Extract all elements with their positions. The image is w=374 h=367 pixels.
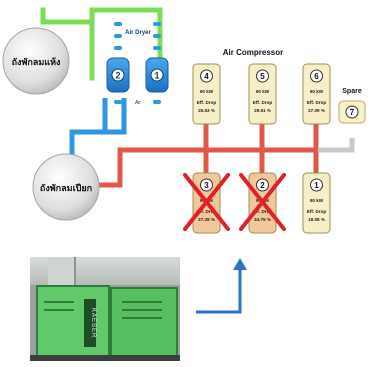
dry-air-tank-label: ถังพักลมแห้ง: [12, 57, 61, 67]
compressor-number: 6: [314, 72, 319, 81]
compressor-number: 4: [204, 72, 209, 81]
compressor-number: 1: [314, 181, 319, 190]
compressor-metric-label: Eff. Drop: [307, 100, 327, 105]
compressor-unit-6: 6 90 kW Eff. Drop 27.09 %: [303, 64, 330, 124]
air-dryer-unit-1-number: 1: [154, 71, 159, 81]
compressor-unit-1: 1 90 kW Eff. Drop 18.08 %: [303, 173, 330, 233]
compressor-unit-5: 5 90 kW Eff. Drop 29.61 %: [249, 64, 276, 124]
compressor-metric-value: 25.63 %: [198, 108, 215, 113]
compressor-metric-value: 27.09 %: [308, 108, 325, 113]
spare-label: Spare: [342, 88, 362, 95]
compressor-number: 3: [204, 181, 209, 190]
spare-pipe: [318, 138, 352, 150]
air-dryer-bottom-label: Air: [135, 100, 141, 106]
compressor-metric-label: Eff. Drop: [197, 100, 217, 105]
compressor-metric-label: Eff. Drop: [253, 100, 273, 105]
compressor-number: 5: [260, 72, 265, 81]
compressor-power: 90 kW: [200, 89, 214, 94]
compressor-metric-value: 24.75 %: [254, 217, 271, 222]
air-dryer-unit-2-number: 2: [115, 71, 120, 81]
compressor-power: 90 kW: [256, 89, 270, 94]
compressor-metric-value: 29.61 %: [254, 108, 271, 113]
spare-unit: Spare 7: [339, 88, 365, 123]
compressor-unit-4: 4 90 kW Eff. Drop 25.63 %: [193, 64, 220, 124]
air-compressor-title: Air Compressor: [223, 48, 283, 57]
compressor-cabinet-left: [36, 285, 110, 361]
wet-air-pipe-blue: [72, 98, 124, 158]
compressor-metric-label: Eff. Drop: [307, 209, 327, 214]
compressor-brand-label: KAESER: [84, 299, 96, 347]
compressor-number: 2: [260, 181, 265, 190]
air-dryer: 2 1 Air Dryer Air: [107, 22, 168, 106]
dry-air-tank: ถังพักลมแห้ง: [3, 28, 69, 94]
flow-arrow-head: [233, 258, 247, 270]
compressor-photo: KAESER: [30, 257, 180, 361]
wet-air-tank: ถังพักลมเปียก: [33, 154, 99, 220]
wet-air-tank-label: ถังพักลมเปียก: [40, 183, 92, 193]
compressor-metric-value: 18.08 %: [308, 217, 325, 222]
compressor-cabinet-right: [110, 287, 178, 361]
compressor-power: 90 kW: [310, 89, 324, 94]
compressor-power: 90 kW: [310, 198, 324, 203]
compressor-metric-value: 27.28 %: [198, 217, 215, 222]
spare-number: 7: [350, 108, 355, 117]
air-dryer-title: Air Dryer: [125, 30, 151, 36]
flow-arrow: [196, 268, 240, 312]
